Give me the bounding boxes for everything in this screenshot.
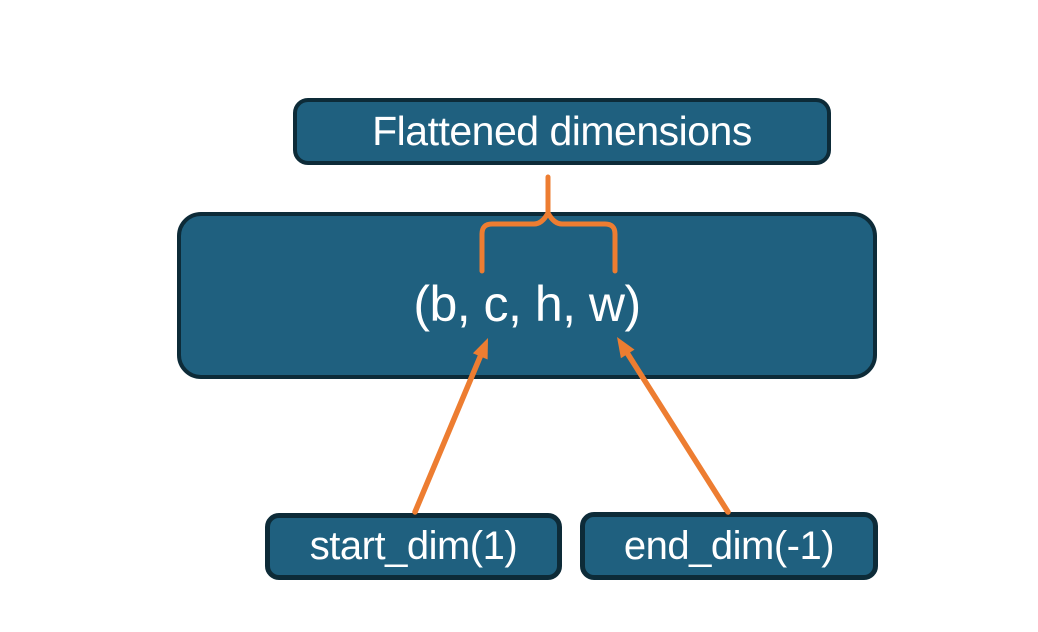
end-dim-label: end_dim(-1)	[623, 523, 835, 568]
tensor-shape-label: (b, c, h, w)	[413, 275, 641, 332]
tensor-shape-box: (b, c, h, w)	[177, 212, 877, 379]
start-dim-label: start_dim(1)	[309, 524, 518, 568]
flattened-dimensions-label: Flattened dimensions	[372, 108, 752, 154]
flattened-dimensions-box: Flattened dimensions	[293, 98, 831, 165]
start-dim-box: start_dim(1)	[265, 513, 562, 580]
end-dim-box: end_dim(-1)	[580, 512, 878, 580]
